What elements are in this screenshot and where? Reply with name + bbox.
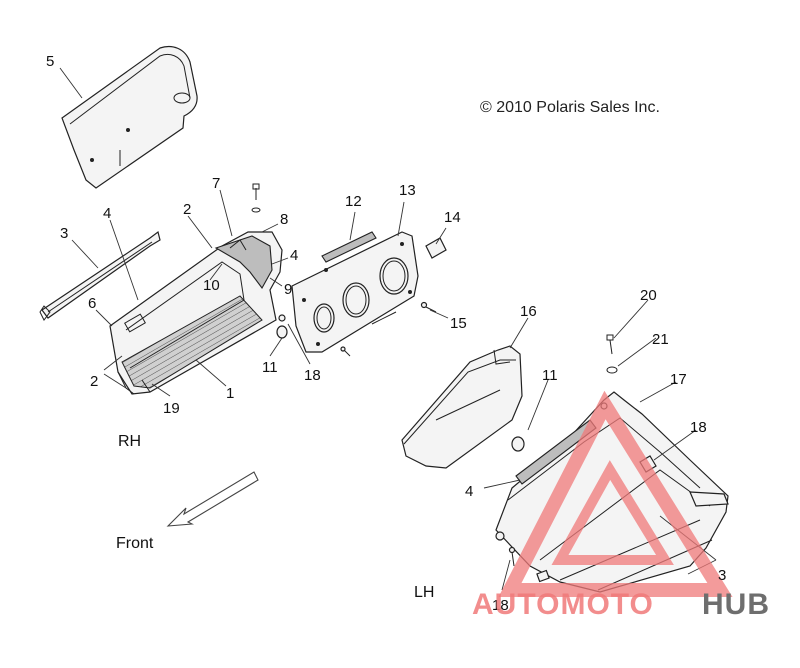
callout-11: 11 bbox=[542, 367, 558, 384]
callout-8: 8 bbox=[280, 211, 288, 228]
bezel-screws bbox=[340, 346, 351, 357]
screw-part-7 bbox=[251, 183, 261, 213]
front-direction-arrow bbox=[166, 471, 259, 527]
trim-strip-part-3-rh bbox=[39, 230, 161, 321]
watermark-text-red: AUTOMOTO bbox=[472, 588, 654, 621]
gauge-bezel-part-13 bbox=[291, 231, 419, 353]
lh-cover-part-16 bbox=[401, 345, 523, 469]
fastener-part-11-lh bbox=[511, 436, 525, 452]
callout-16: 16 bbox=[520, 303, 537, 320]
callout-2: 2 bbox=[90, 373, 98, 390]
front-direction-label: Front bbox=[116, 535, 154, 552]
callout-3: 3 bbox=[718, 567, 726, 584]
rh-dash-housing bbox=[109, 231, 283, 395]
leader-lines bbox=[59, 67, 717, 591]
lens-strip-part-12 bbox=[321, 231, 377, 263]
callout-7: 7 bbox=[212, 175, 220, 192]
callout-18: 18 bbox=[690, 419, 707, 436]
cover-panel-part-5 bbox=[61, 45, 198, 189]
screw-part-15 bbox=[420, 301, 437, 313]
lh-side-label: LH bbox=[414, 584, 434, 601]
fastener-part-11-rh bbox=[276, 314, 288, 339]
lh-dash-housing bbox=[495, 391, 729, 593]
decal-part-14 bbox=[425, 237, 447, 259]
callout-20: 20 bbox=[640, 287, 657, 304]
callout-17: 17 bbox=[670, 371, 687, 388]
callout-4: 4 bbox=[290, 247, 298, 264]
callout-11: 11 bbox=[262, 359, 278, 376]
callout-21: 21 bbox=[652, 331, 669, 348]
callout-9: 9 bbox=[284, 281, 292, 298]
watermark-logo bbox=[498, 390, 733, 597]
callout-18: 18 bbox=[304, 367, 321, 384]
callout-18: 18 bbox=[492, 597, 509, 614]
callout-12: 12 bbox=[345, 193, 362, 210]
callout-1: 1 bbox=[226, 385, 234, 402]
screw-part-20 bbox=[606, 334, 614, 355]
watermark-text-gray: HUB bbox=[702, 588, 770, 621]
screw-part-18-lower bbox=[508, 546, 516, 567]
rh-side-label: RH bbox=[118, 433, 141, 450]
callout-5: 5 bbox=[46, 53, 54, 70]
callout-4: 4 bbox=[103, 205, 111, 222]
callout-15: 15 bbox=[450, 315, 467, 332]
callout-4: 4 bbox=[465, 483, 473, 500]
callout-10: 10 bbox=[203, 277, 220, 294]
callout-3: 3 bbox=[60, 225, 68, 242]
washer-part-21 bbox=[606, 366, 618, 374]
callout-2: 2 bbox=[183, 201, 191, 218]
copyright-notice: © 2010 Polaris Sales Inc. bbox=[480, 99, 660, 116]
callout-13: 13 bbox=[399, 182, 416, 199]
callout-14: 14 bbox=[444, 209, 461, 226]
callout-19: 19 bbox=[163, 400, 180, 417]
callout-6: 6 bbox=[88, 295, 96, 312]
